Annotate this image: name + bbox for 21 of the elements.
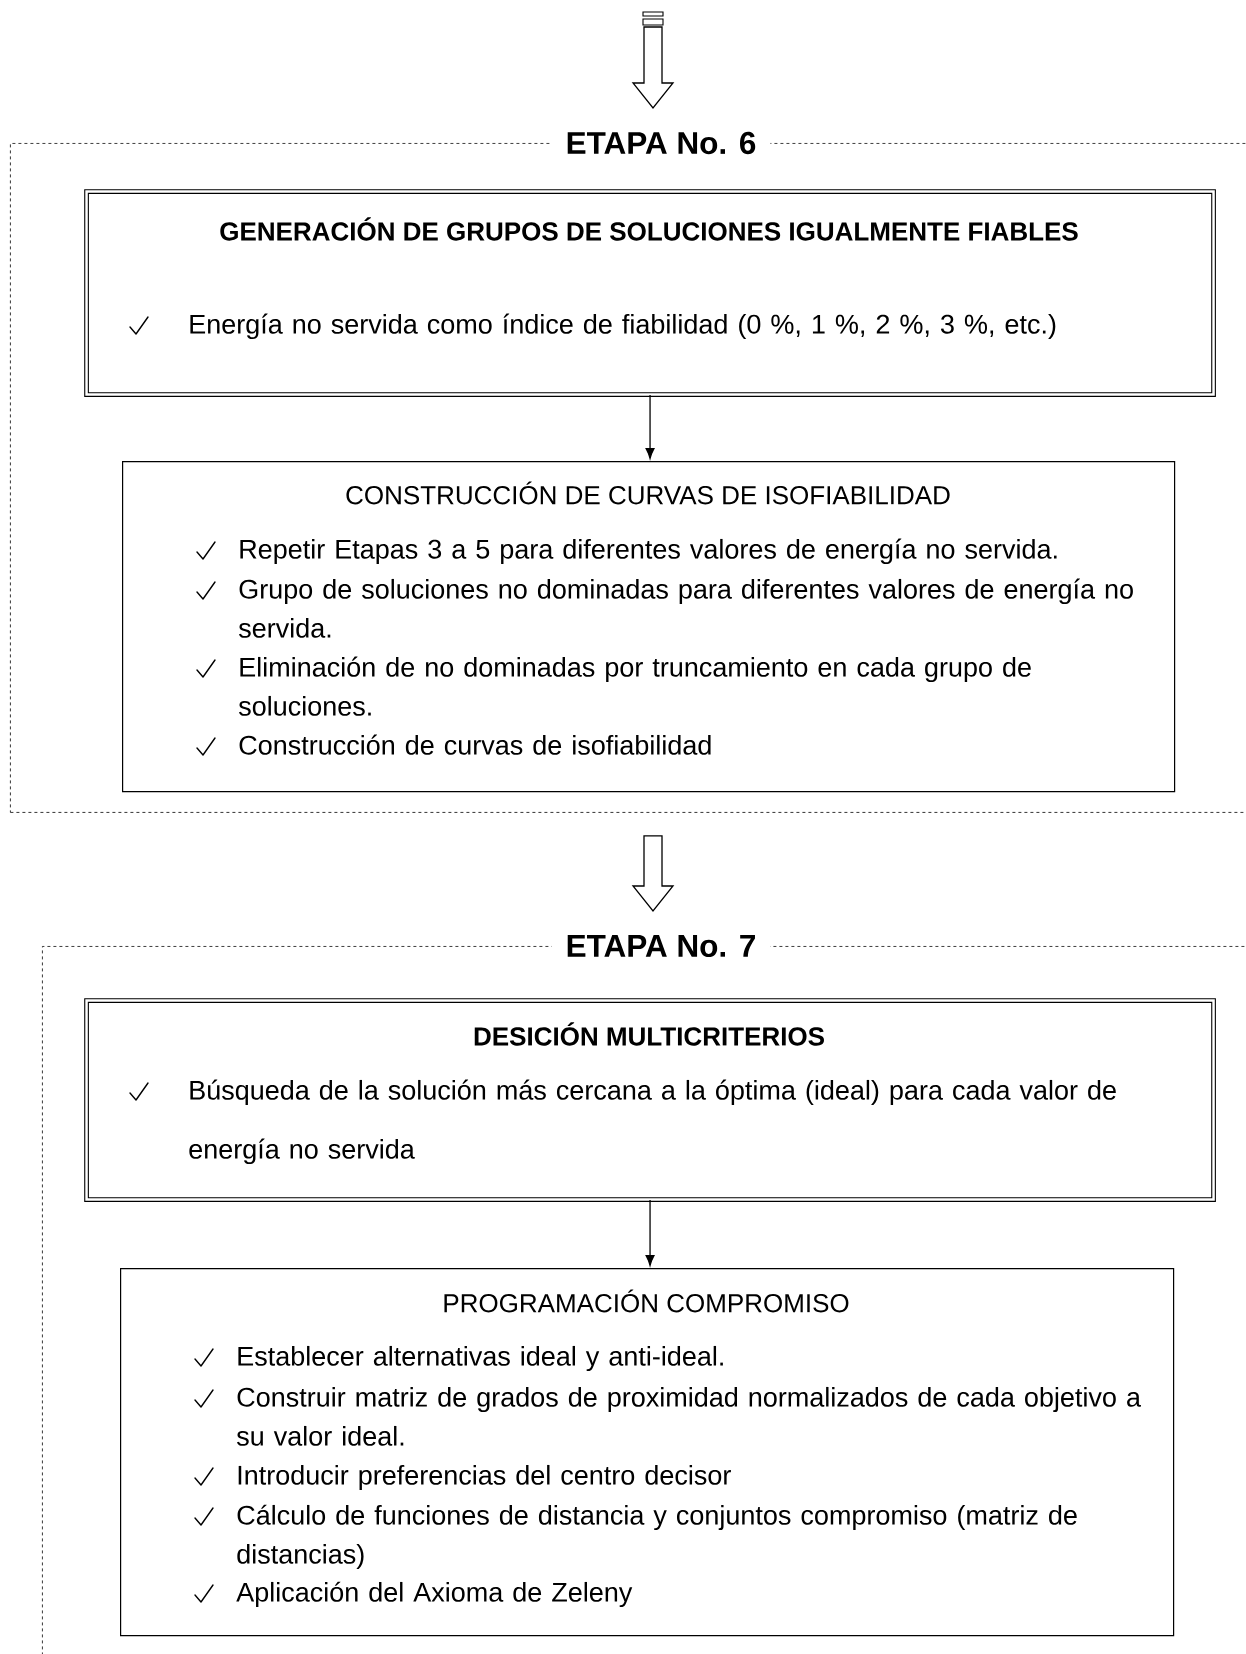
box-heading: CONSTRUCCIÓN DE CURVAS DE ISOFIABILIDAD (346, 481, 950, 505)
arrow (645, 394, 655, 460)
stage-title: ETAPA No. 6 (551, 127, 771, 159)
box-heading: DESICIÓN MULTICRITERIOS (474, 1022, 824, 1046)
bullet-text: Grupo de soluciones no dominadas para diferentes valores de energía no servida. (238, 578, 1133, 638)
bullet-text: Repetir Etapas 3 a 5 para diferentes valores de energía no servida. (240, 538, 1057, 565)
bullet-text: Construir matriz de grados de proximidad normalizados de cada objetivo a su valor ideal. (236, 1386, 1141, 1446)
box-heading: GENERACIÓN DE GRUPOS DE SOLUCIONES IGUALMENTE FIABLES (220, 217, 1078, 241)
stage-title: ETAPA No. 7 (551, 931, 771, 961)
bullet-text: Introducir preferencias del centro decisor (238, 1464, 731, 1491)
bullet-text: Construcción de curvas de isofiabilidad (239, 734, 711, 755)
bullet-text: Energía no servida como índice de fiabilidad (0 %, 1 %, 2 %, 3 %, etc.) (190, 313, 1056, 340)
bullet-text: Establecer alternativas ideal y anti-ideal. (238, 1345, 723, 1372)
box-heading: PROGRAMACIÓN COMPROMISO (444, 1289, 849, 1313)
bullet-text: Búsqueda de la solución más cercana a la óptima (ideal) para cada valor de energía no servida (189, 1079, 1116, 1165)
block-arrow (631, 835, 675, 913)
bullet-text: Eliminación de no dominadas por truncamiento en cada grupo de soluciones. (238, 656, 1031, 716)
bullet-text: Cálculo de funciones de distancia y conjuntos compromiso (matriz de distancias) (237, 1504, 1077, 1570)
block-arrow (631, 11, 675, 110)
arrow (645, 1199, 655, 1267)
bullet-text: Aplicación del Axioma de Zeleny (236, 1581, 633, 1608)
